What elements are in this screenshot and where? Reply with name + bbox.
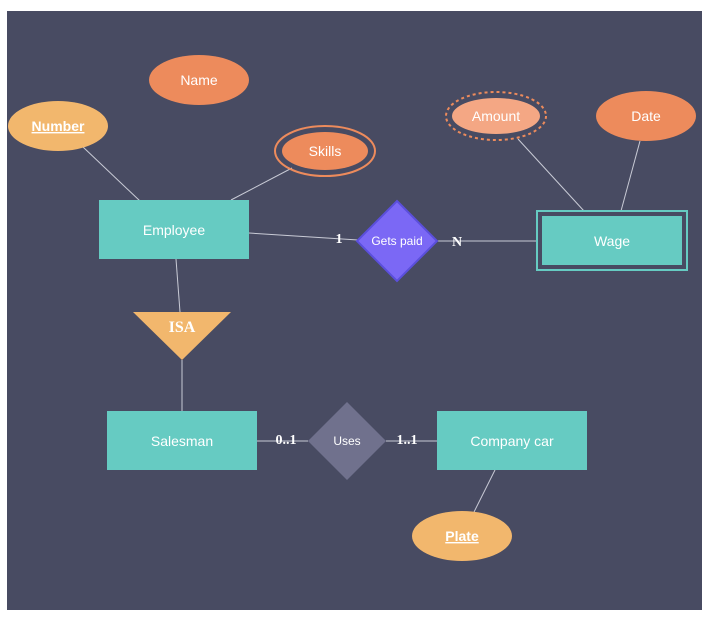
line-employee-isa: [175, 258, 181, 313]
attribute-name-label: Name: [180, 72, 218, 88]
line-skills-employee: [230, 167, 293, 201]
entity-employee-label: Employee: [143, 222, 205, 238]
relationship-gets-paid[interactable]: Gets paid: [355, 199, 439, 283]
attribute-date[interactable]: Date: [596, 91, 696, 141]
isa-triangle[interactable]: ISA: [133, 312, 231, 360]
attribute-number-label: Number: [32, 118, 85, 134]
cardinality-employee-gets-paid: 1: [336, 232, 343, 247]
attribute-skills-multivalued[interactable]: Skills: [274, 125, 376, 177]
entity-company-car[interactable]: Company car: [437, 411, 587, 470]
attribute-skills-label: Skills: [309, 143, 342, 159]
attribute-amount-label: Amount: [472, 108, 520, 124]
relationship-uses-label: Uses: [333, 434, 360, 448]
isa-label: ISA: [169, 319, 196, 336]
line-companycar-plate: [473, 469, 496, 513]
entity-salesman[interactable]: Salesman: [107, 411, 257, 470]
connector-lines: [82, 138, 641, 513]
diagram-canvas: [7, 11, 702, 610]
line-amount-wage: [517, 138, 585, 212]
attribute-number-key[interactable]: Number: [8, 101, 108, 151]
line-employee-getspaid: [248, 232, 359, 241]
line-number-employee: [82, 146, 141, 202]
attribute-name[interactable]: Name: [149, 55, 249, 105]
entity-wage-label: Wage: [594, 233, 630, 249]
relationship-gets-paid-label: Gets paid: [371, 234, 422, 248]
entity-employee[interactable]: Employee: [99, 200, 249, 259]
cardinality-gets-paid-wage: N: [452, 235, 462, 250]
attribute-amount-derived[interactable]: Amount: [445, 91, 547, 141]
relationship-uses[interactable]: Uses: [308, 402, 386, 480]
entity-salesman-label: Salesman: [151, 433, 213, 449]
entity-company-car-label: Company car: [470, 433, 554, 449]
attribute-plate-key[interactable]: Plate: [412, 511, 512, 561]
cardinality-salesman-uses: 0..1: [276, 433, 297, 448]
cardinalities: 1 N 0..1 1..1: [276, 232, 463, 448]
cardinality-uses-company-car: 1..1: [397, 433, 418, 448]
attribute-date-label: Date: [631, 108, 661, 124]
line-date-wage: [620, 140, 641, 212]
entity-wage-weak[interactable]: Wage: [536, 210, 688, 271]
attribute-plate-label: Plate: [445, 528, 479, 544]
